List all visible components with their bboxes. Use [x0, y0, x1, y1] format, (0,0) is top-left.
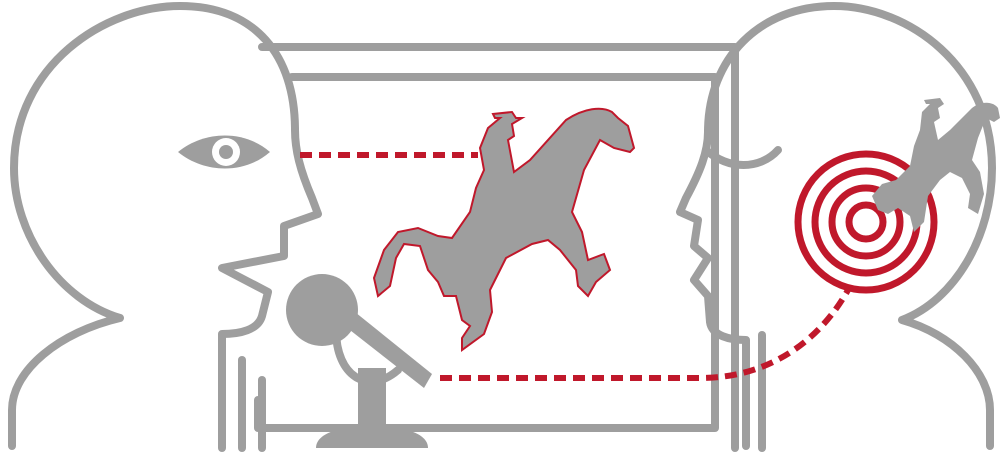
listener-head-icon — [680, 6, 992, 446]
speaker-head-icon — [12, 6, 318, 446]
microphone-icon — [286, 274, 432, 448]
voice-to-target-link — [440, 290, 848, 378]
horse-rider-icon — [374, 109, 634, 350]
eye-icon — [178, 136, 270, 169]
